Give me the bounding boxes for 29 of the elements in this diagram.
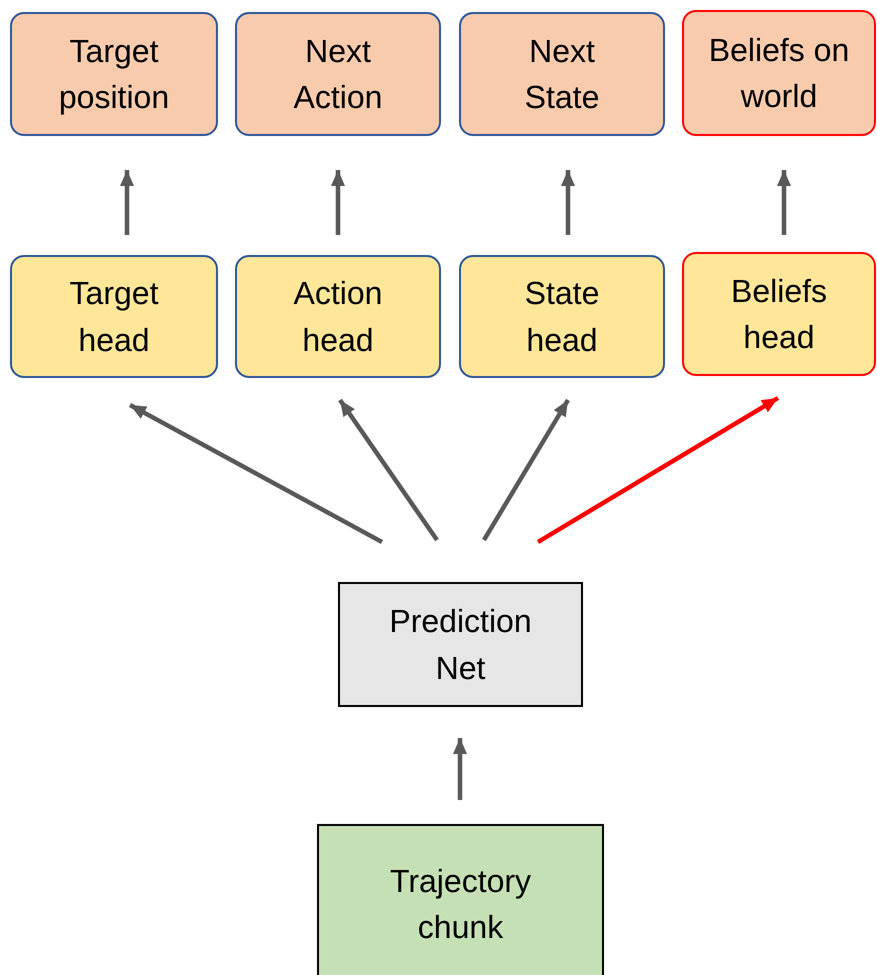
head-box (235, 255, 441, 378)
arrow (338, 398, 439, 542)
head-box (682, 252, 876, 376)
head-box (459, 255, 665, 378)
network-box (338, 582, 583, 707)
arrow (561, 170, 575, 235)
arrow (331, 170, 345, 235)
node-label: Next Action (292, 32, 384, 117)
node-label: Next State (524, 32, 600, 117)
head-box (10, 255, 218, 378)
node-label: Target position (58, 32, 170, 117)
node-label: Beliefs on world (708, 30, 850, 116)
output-box (682, 10, 876, 136)
arrow (482, 398, 570, 542)
output-box (10, 12, 218, 136)
arrow (777, 170, 791, 235)
input-box (317, 824, 604, 975)
output-box (235, 12, 441, 136)
node-label: Action head (292, 274, 384, 360)
arrow (128, 403, 384, 544)
output-box (459, 12, 665, 136)
arrow (536, 396, 780, 544)
node-label: Target head (68, 274, 160, 360)
arrow (120, 170, 134, 235)
node-label: State head (524, 274, 600, 360)
node-label: Prediction Net (388, 602, 533, 688)
node-label: Beliefs head (730, 272, 828, 357)
node-label: Trajectory chunk (388, 862, 532, 947)
arrow (453, 738, 467, 800)
